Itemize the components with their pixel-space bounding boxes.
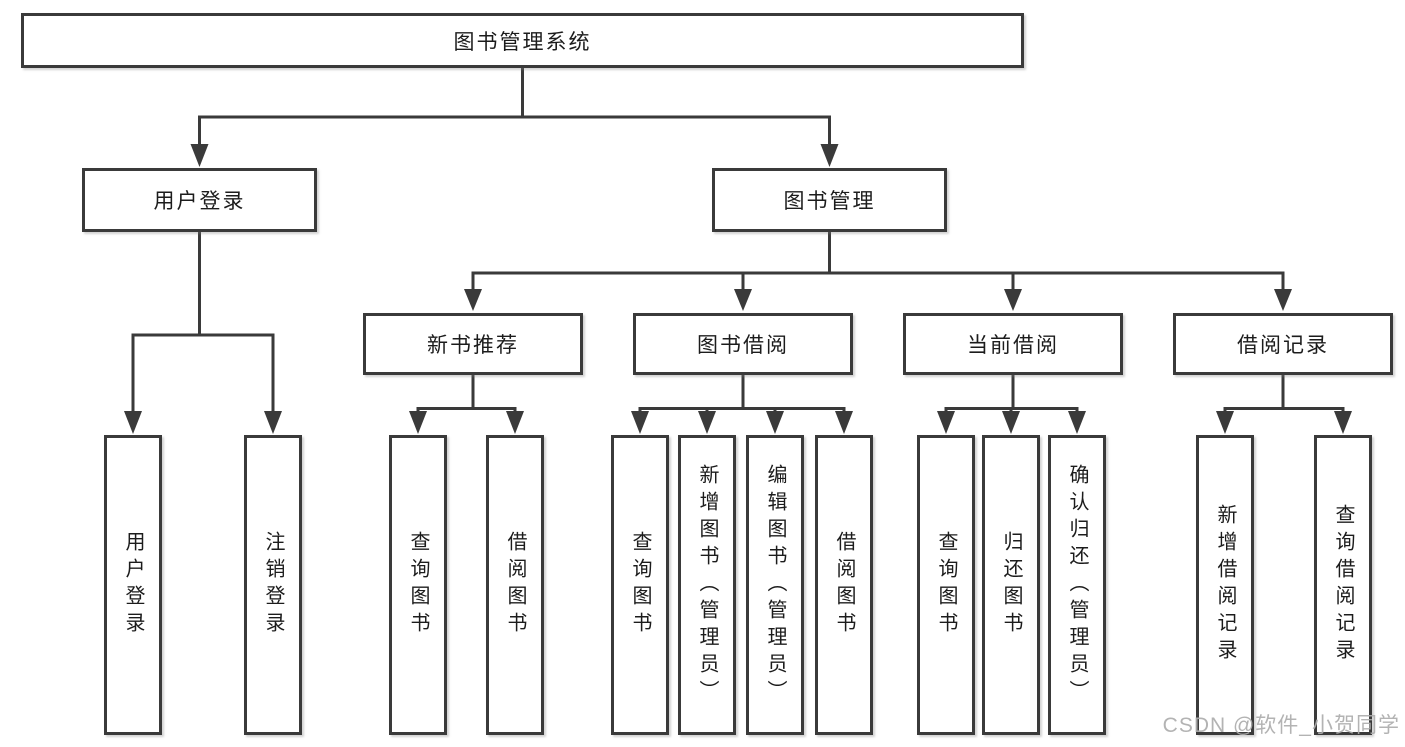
- node-label: 当前借阅: [967, 334, 1059, 357]
- node-user-login: 用户登录: [82, 168, 317, 232]
- node-label: 借阅图书: [833, 531, 855, 639]
- leaf-add-books-admin: 新增图书（管理员）: [678, 435, 736, 735]
- node-borrowing-records: 借阅记录: [1173, 313, 1393, 375]
- node-label: 图书管理系统: [453, 30, 592, 54]
- node-label: 用户登录: [153, 190, 246, 213]
- node-label: 注销登录: [262, 531, 284, 639]
- node-library-system: 图书管理系统: [21, 13, 1024, 68]
- node-book-borrowing: 图书借阅: [633, 313, 853, 375]
- leaf-query-books-borrowing: 查询图书: [611, 435, 669, 735]
- node-label: 图书管理: [783, 190, 876, 213]
- node-label: 借阅图书: [504, 531, 526, 639]
- leaf-edit-books-admin: 编辑图书（管理员）: [746, 435, 804, 735]
- node-label: 查询图书: [407, 531, 429, 639]
- leaf-borrow-books-recommend: 借阅图书: [486, 435, 544, 735]
- leaf-query-books-current: 查询图书: [917, 435, 975, 735]
- node-label: 用户登录: [122, 531, 144, 639]
- node-current-borrowing: 当前借阅: [903, 313, 1123, 375]
- leaf-logout: 注销登录: [244, 435, 302, 735]
- node-label: 查询图书: [935, 531, 957, 639]
- node-new-book-recommend: 新书推荐: [363, 313, 583, 375]
- node-book-management: 图书管理: [712, 168, 947, 232]
- node-label: 借阅记录: [1237, 334, 1329, 357]
- leaf-query-borrow-record: 查询借阅记录: [1314, 435, 1372, 735]
- node-label: 新书推荐: [427, 334, 519, 357]
- leaf-confirm-return-admin: 确认归还（管理员）: [1048, 435, 1106, 735]
- leaf-user-login: 用户登录: [104, 435, 162, 735]
- node-label: 查询图书: [629, 531, 651, 639]
- node-label: 归还图书: [1000, 531, 1022, 639]
- node-label: 编辑图书（管理员）: [764, 463, 786, 707]
- node-label: 新增借阅记录: [1214, 504, 1236, 666]
- node-label: 查询借阅记录: [1332, 504, 1354, 666]
- leaf-return-books: 归还图书: [982, 435, 1040, 735]
- node-label: 确认归还（管理员）: [1066, 463, 1088, 707]
- node-label: 新增图书（管理员）: [696, 463, 718, 707]
- leaf-borrow-books: 借阅图书: [815, 435, 873, 735]
- leaf-add-borrow-record: 新增借阅记录: [1196, 435, 1254, 735]
- leaf-query-books-recommend: 查询图书: [389, 435, 447, 735]
- node-label: 图书借阅: [697, 334, 789, 357]
